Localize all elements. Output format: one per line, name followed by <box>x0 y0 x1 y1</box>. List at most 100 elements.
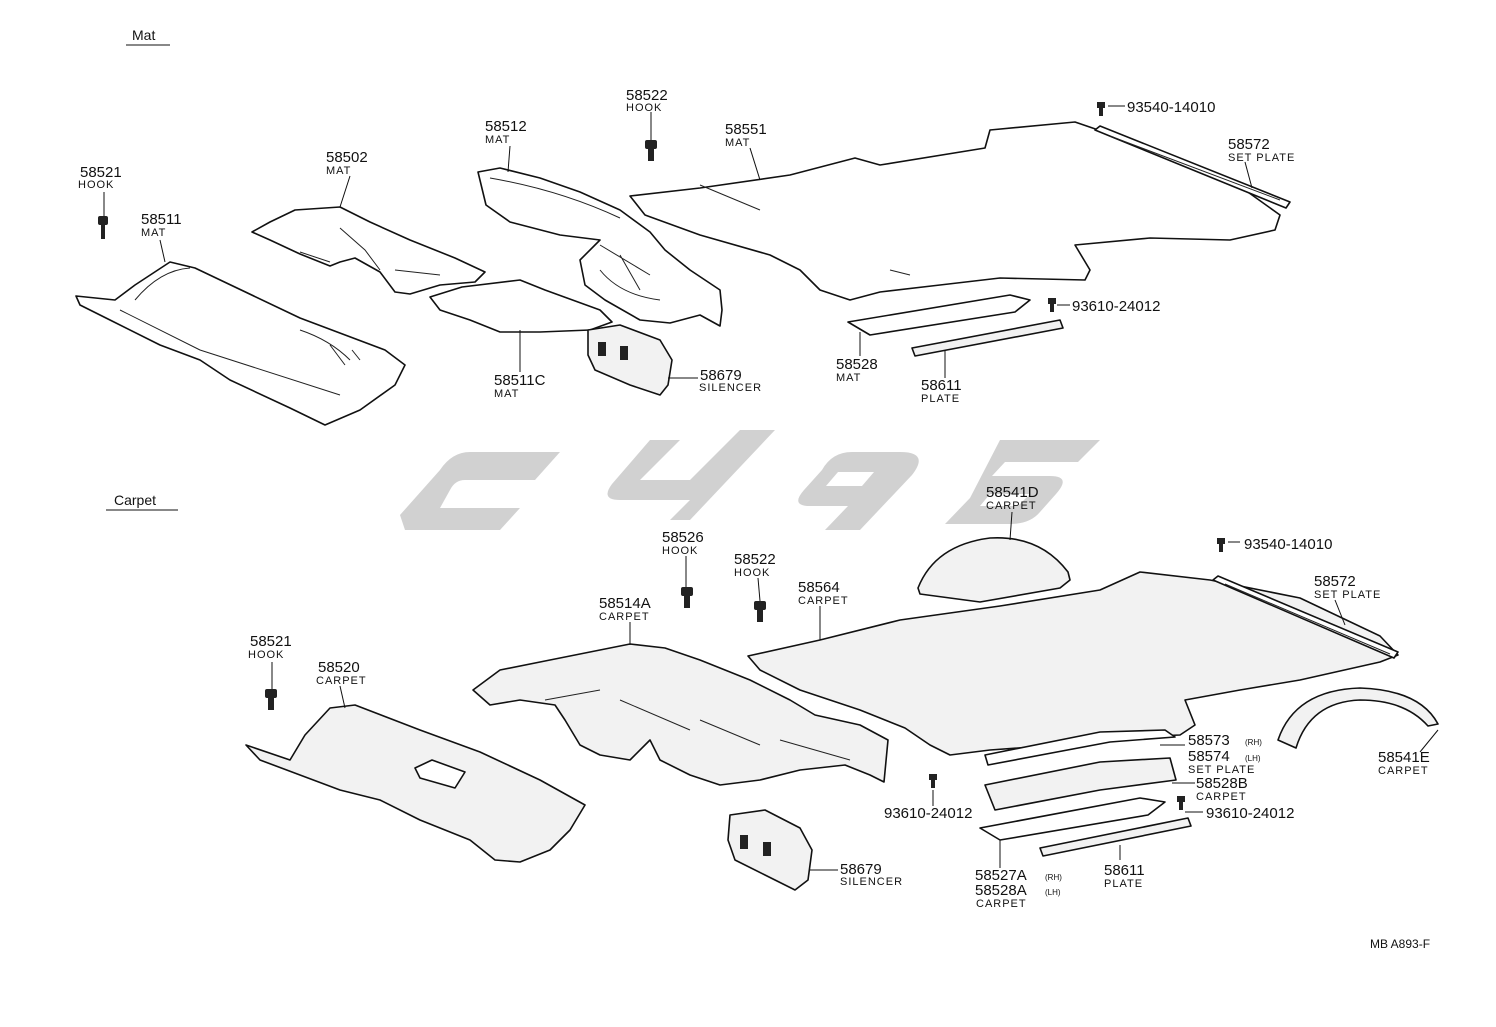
label-58611c-num: 58611 <box>1104 862 1145 879</box>
part-58521-hook <box>98 216 108 239</box>
part-93540-bolt-carpet <box>1217 538 1225 552</box>
drawing-code: MB A893-F <box>1370 937 1430 951</box>
part-58511-mat <box>75 261 406 426</box>
part-93610-bolt-carpet-a <box>929 774 937 788</box>
part-58522-hook <box>645 140 657 161</box>
label-58520-desc: CARPET <box>316 675 367 687</box>
label-58512-desc: MAT <box>485 134 510 146</box>
label-58574-side: (LH) <box>1245 754 1261 763</box>
label-58611c-desc: PLATE <box>1104 878 1143 890</box>
label-58574-num: 58574 <box>1188 748 1230 765</box>
label-58514a-desc: CARPET <box>599 611 650 623</box>
label-58611-num: 58611 <box>921 377 962 394</box>
label-58611-desc: PLATE <box>921 393 960 405</box>
label-58527a-side: (RH) <box>1045 873 1062 882</box>
watermark-logo <box>400 430 1100 530</box>
mat-leaders <box>103 105 1253 379</box>
section-mat: Mat <box>132 27 155 43</box>
label-58522c-desc: HOOK <box>734 567 770 579</box>
part-58511c-mat <box>429 279 613 333</box>
label-58564-num: 58564 <box>798 579 840 596</box>
label-58502-num: 58502 <box>326 149 368 166</box>
part-58521-hook-carpet <box>265 689 277 710</box>
label-58512-num: 58512 <box>485 118 527 135</box>
label-93610a-num: 93610-24012 <box>884 805 972 822</box>
label-58521-num: 58521 <box>80 164 122 181</box>
label-58528-desc: MAT <box>836 372 861 384</box>
label-58574-desc: SET PLATE <box>1188 764 1255 776</box>
label-58511-desc: MAT <box>141 227 166 239</box>
part-58527a-58528a-carpet <box>979 797 1166 841</box>
label-58528a-num: 58528A <box>975 882 1027 899</box>
label-58511c-desc: MAT <box>494 388 519 400</box>
label-58572-desc: SET PLATE <box>1228 152 1295 164</box>
mat-labels: 58521 HOOK 58511 MAT 58502 MAT 58512 MAT… <box>78 87 1295 405</box>
label-58521c-desc: HOOK <box>248 649 284 661</box>
label-58572c-desc: SET PLATE <box>1314 589 1381 601</box>
part-58551-mat <box>629 121 1281 301</box>
part-58528-mat <box>847 294 1031 336</box>
section-carpet: Carpet <box>114 492 156 508</box>
label-58528-num: 58528 <box>836 356 878 373</box>
carpet-leaders <box>271 511 1439 871</box>
label-58528b-num: 58528B <box>1196 775 1248 792</box>
label-58572-num: 58572 <box>1228 136 1270 153</box>
part-58502-mat <box>251 206 486 295</box>
label-58679-desc: SILENCER <box>699 382 762 394</box>
label-58551-num: 58551 <box>725 121 767 138</box>
label-58527a-num: 58527A <box>975 867 1027 884</box>
label-58528b-desc: CARPET <box>1196 791 1247 803</box>
label-58528a-desc: CARPET <box>976 898 1027 910</box>
label-58541d-num: 58541D <box>986 484 1039 501</box>
label-93610b-num: 93610-24012 <box>1206 805 1294 822</box>
label-58679-num: 58679 <box>700 367 742 384</box>
part-58528b-carpet <box>984 757 1177 811</box>
label-58522-num: 58522 <box>626 87 668 104</box>
label-58573-side: (RH) <box>1245 738 1262 747</box>
label-58502-desc: MAT <box>326 165 351 177</box>
part-58520-carpet <box>245 704 586 863</box>
label-58526-desc: HOOK <box>662 545 698 557</box>
label-58564-desc: CARPET <box>798 595 849 607</box>
label-58573-num: 58573 <box>1188 732 1230 749</box>
part-58573-58574-set-plate <box>984 729 1176 766</box>
label-58521c-num: 58521 <box>250 633 292 650</box>
label-93610-num: 93610-24012 <box>1072 298 1160 315</box>
label-58541d-desc: CARPET <box>986 500 1037 512</box>
label-58528a-side: (LH) <box>1045 888 1061 897</box>
label-58679c-num: 58679 <box>840 861 882 878</box>
part-93610-bolt <box>1048 298 1056 312</box>
carpet-labels: 58526 HOOK 58522 HOOK 58541D CARPET 9354… <box>248 484 1430 910</box>
label-58679c-desc: SILENCER <box>840 876 903 888</box>
label-58514a-num: 58514A <box>599 595 651 612</box>
part-58679-silencer-carpet <box>727 809 813 891</box>
part-58541e-carpet <box>1277 687 1439 749</box>
part-58572-set-plate <box>1094 125 1291 209</box>
label-93540-num: 93540-14010 <box>1127 99 1215 116</box>
part-58611-plate-carpet <box>1039 817 1192 857</box>
label-58521-desc: HOOK <box>78 179 114 191</box>
label-58522c-num: 58522 <box>734 551 776 568</box>
part-93540-bolt <box>1097 102 1105 116</box>
label-58541e-desc: CARPET <box>1378 765 1429 777</box>
label-58541e-num: 58541E <box>1378 749 1430 766</box>
label-58526-num: 58526 <box>662 529 704 546</box>
part-58564-carpet <box>747 571 1399 756</box>
label-58522-desc: HOOK <box>626 102 662 114</box>
label-58572c-num: 58572 <box>1314 573 1356 590</box>
label-58511c-num: 58511C <box>494 372 546 389</box>
part-58526-hook <box>681 587 693 608</box>
label-58520-num: 58520 <box>318 659 360 676</box>
part-58514a-carpet <box>472 643 889 786</box>
label-58551-desc: MAT <box>725 137 750 149</box>
part-58512-mat <box>477 167 723 327</box>
label-58511-num: 58511 <box>141 211 182 228</box>
label-93540c-num: 93540-14010 <box>1244 536 1332 553</box>
part-93610-bolt-carpet-b <box>1177 796 1185 810</box>
part-58611-plate <box>911 319 1064 357</box>
part-58679-silencer-mat <box>587 324 673 396</box>
part-58541d-carpet <box>917 537 1071 603</box>
part-58522-hook-carpet <box>754 601 766 622</box>
